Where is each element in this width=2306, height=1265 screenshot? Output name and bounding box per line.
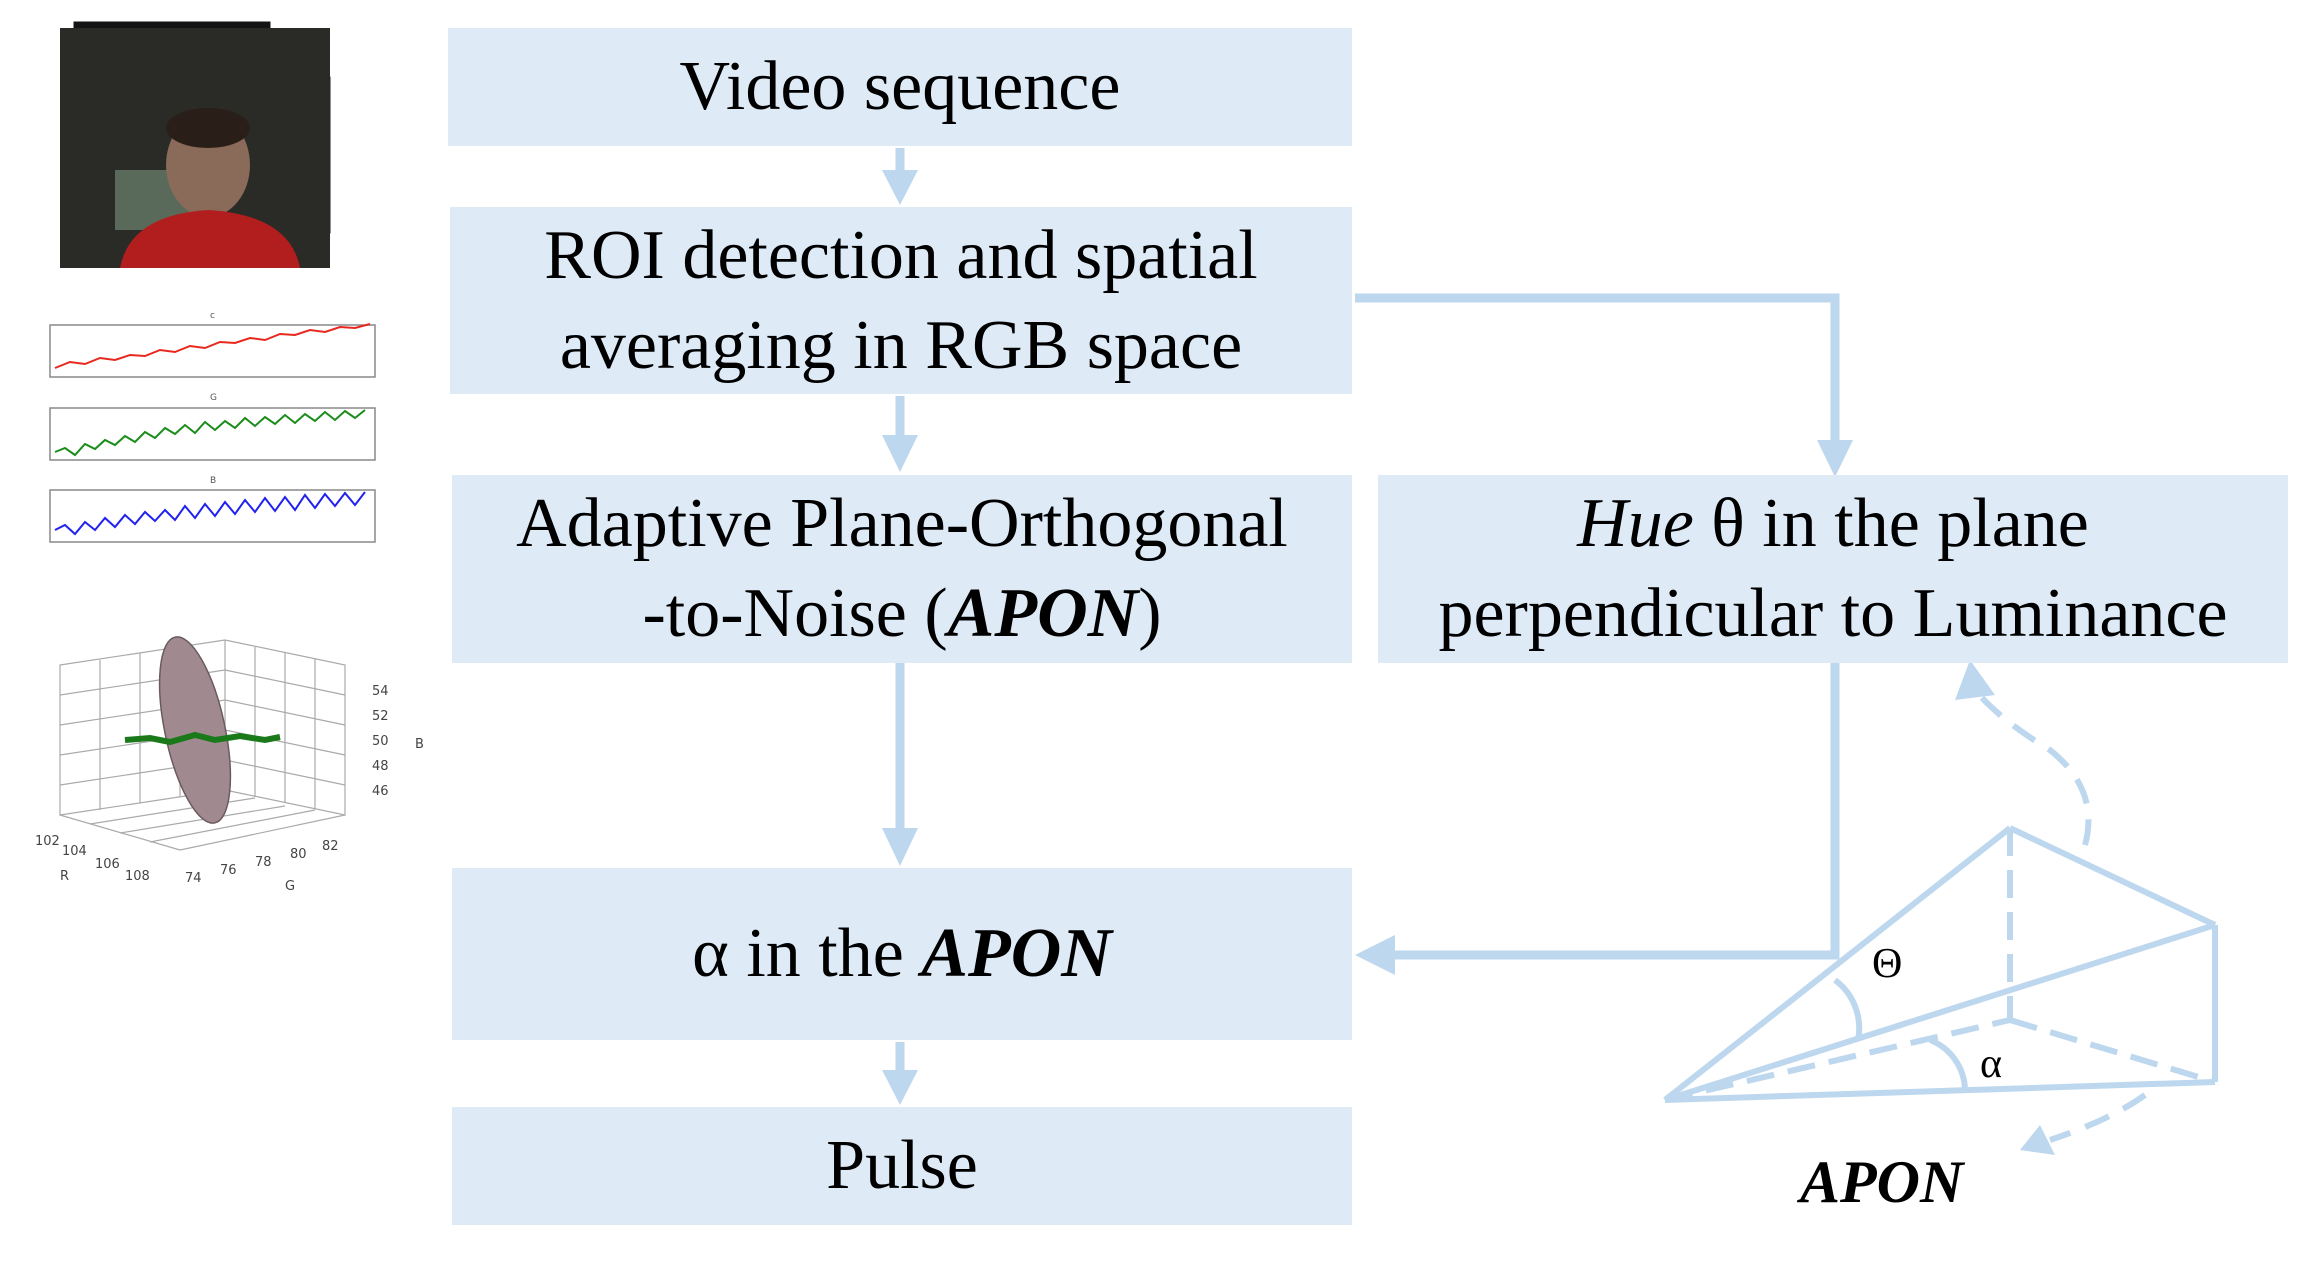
svg-text:c: c [210, 311, 215, 321]
y-tick: 82 [322, 839, 339, 854]
y-axis-label: G [285, 879, 295, 894]
y-tick: 74 [185, 871, 202, 886]
roi-label-line1: ROI detection and spatial [544, 216, 1258, 294]
pulse-box: Pulse [452, 1107, 1352, 1225]
rgb-trace [124, 731, 281, 746]
y-tick: 78 [255, 855, 272, 870]
3d-scatter-plot: 54 52 50 48 46 B 102 104 106 108 R 74 76… [35, 636, 424, 894]
theta-label: Θ [1872, 941, 1903, 987]
alpha-label: α in the APON [692, 915, 1112, 992]
apon-box: Adaptive Plane-Orthogonal -to-Noise (APO… [452, 475, 1352, 663]
z-tick: 46 [372, 784, 389, 799]
video-sequence-label: Video sequence [679, 48, 1121, 125]
y-tick: 76 [220, 863, 237, 878]
hue-label-line1: Hue θ in the plane [1577, 485, 2089, 562]
x-tick: 104 [62, 844, 87, 859]
x-axis-label: R [60, 869, 69, 884]
signal-line-r [54, 323, 371, 369]
video-frame-stack [60, 18, 334, 268]
alpha-angle-label: α [1980, 1041, 2003, 1087]
arrow-hue-alpha [1390, 663, 1840, 960]
apon-figure-label: APON [1800, 1149, 1964, 1215]
roi-label-line2: averaging in RGB space [559, 306, 1243, 384]
roi-detection-box: ROI detection and spatial averaging in R… [450, 207, 1352, 394]
z-tick: 48 [372, 759, 389, 774]
apon-label-line2: -to-Noise (APON) [642, 575, 1162, 652]
svg-text:B: B [210, 476, 216, 486]
rgb-signal-plots: c G B [49, 311, 376, 543]
z-tick: 54 [372, 684, 389, 699]
hue-box: Hue θ in the plane perpendicular to Lumi… [1378, 475, 2288, 663]
signal-line-b [54, 491, 366, 536]
pulse-label: Pulse [826, 1127, 978, 1204]
x-tick: 106 [95, 857, 120, 872]
z-tick: 50 [372, 734, 389, 749]
svg-text:G: G [210, 393, 217, 403]
geometry-figure [1663, 688, 2218, 1143]
video-sequence-box: Video sequence [448, 28, 1352, 146]
alpha-apon-box: α in the APON [452, 868, 1352, 1040]
z-tick: 52 [372, 709, 389, 724]
noise-plane-ellipse [158, 636, 232, 824]
z-axis-label: B [415, 737, 424, 752]
apon-label-line1: Adaptive Plane-Orthogonal [516, 485, 1288, 562]
hue-label-line2: perpendicular to Luminance [1438, 575, 2228, 652]
signal-line-g [54, 409, 366, 457]
y-tick: 80 [290, 847, 307, 862]
arrow-roi-hue [1355, 293, 1840, 445]
x-tick: 102 [35, 834, 60, 849]
x-tick: 108 [125, 869, 150, 884]
